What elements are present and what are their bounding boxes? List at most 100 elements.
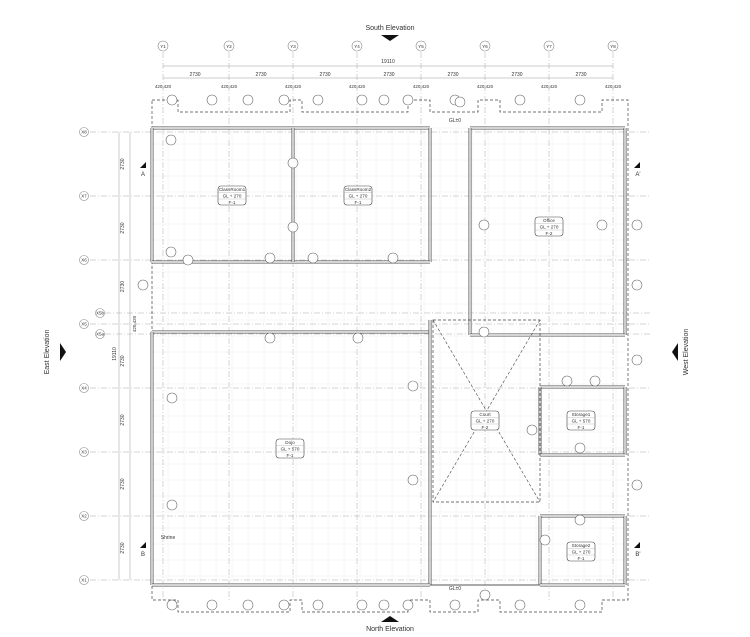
window-tag-icon bbox=[449, 599, 461, 611]
window-tag-icon bbox=[182, 254, 194, 266]
grid-label-x4: X4 bbox=[81, 386, 87, 391]
overall-height-dimension: 19110 bbox=[112, 347, 118, 361]
room-level: GL + 270 bbox=[540, 225, 559, 230]
window-tag-icon bbox=[278, 599, 290, 611]
room-level: GL + 270 bbox=[476, 419, 495, 424]
grid-label-x3: X3 bbox=[81, 450, 87, 455]
grid-bubble-icon bbox=[287, 40, 299, 52]
window-tag-icon bbox=[478, 326, 490, 338]
grid-bubble-icon bbox=[79, 255, 89, 265]
grid-bubble-icon bbox=[79, 319, 89, 329]
grid-bubble-icon bbox=[351, 40, 363, 52]
window-tag-icon bbox=[526, 424, 538, 436]
section-a-prime-marker-icon bbox=[634, 162, 640, 168]
offset-dimension: 420,420 bbox=[413, 84, 430, 89]
window-tag-icon bbox=[166, 499, 178, 511]
grid-label-x2: X2 bbox=[81, 514, 87, 519]
grid-bubble-icon bbox=[607, 40, 619, 52]
window-tag-icon bbox=[264, 252, 276, 264]
north-elevation-label: North Elevation bbox=[366, 626, 414, 633]
grid-bubble-icon bbox=[157, 40, 169, 52]
window-tag-icon bbox=[631, 279, 643, 291]
bay-dimension: 2730 bbox=[447, 72, 458, 78]
north-elevation-arrow-icon bbox=[381, 616, 399, 622]
grid-label-y8: Y8 bbox=[610, 44, 616, 49]
offset-dimension: 420,420 bbox=[285, 84, 302, 89]
west-elevation-arrow-icon bbox=[672, 343, 678, 361]
south-elevation-arrow-icon bbox=[381, 35, 399, 41]
window-tag-icon bbox=[287, 221, 299, 233]
room-name: Storage2 bbox=[572, 543, 591, 548]
window-tag-icon bbox=[242, 94, 254, 106]
grid-label-x5: X5 bbox=[81, 322, 87, 327]
grid-label-x7: X7 bbox=[81, 194, 87, 199]
room-floor: F-1 bbox=[578, 425, 585, 430]
room-floor: F-1 bbox=[287, 453, 294, 458]
ground-level-bottom: GL±0 bbox=[449, 586, 461, 592]
window-tag-icon bbox=[631, 354, 643, 366]
grid-bubble-icon bbox=[79, 511, 89, 521]
bay-dimension: 2730 bbox=[120, 158, 126, 169]
window-tag-icon bbox=[312, 599, 324, 611]
ground-level-top: GL±0 bbox=[449, 118, 461, 124]
east-elevation-label: East Elevation bbox=[44, 330, 51, 375]
window-tag-icon bbox=[402, 94, 414, 106]
room-floor: F-1 bbox=[355, 200, 362, 205]
room-floor: F-2 bbox=[482, 425, 489, 430]
window-tag-icon bbox=[574, 94, 586, 106]
window-tag-icon bbox=[165, 246, 177, 258]
window-tag-icon bbox=[165, 134, 177, 146]
court-area bbox=[432, 319, 541, 503]
window-tag-icon bbox=[407, 474, 419, 486]
grid-label-x5b: X5b bbox=[96, 311, 105, 316]
grid-bubble-icon bbox=[95, 329, 105, 339]
window-tag-icon bbox=[454, 96, 466, 108]
room-name: Storage1 bbox=[572, 412, 591, 417]
window-tag-icon bbox=[478, 219, 490, 231]
window-tag-icon bbox=[166, 94, 178, 106]
bay-dimension: 2730 bbox=[120, 542, 126, 553]
window-tag-icon bbox=[264, 332, 276, 344]
bay-dimension: 2730 bbox=[120, 414, 126, 425]
bay-dimension: 2730 bbox=[511, 72, 522, 78]
room-name: ClassRoom1 bbox=[219, 187, 246, 192]
window-tag-icon bbox=[137, 279, 149, 291]
room-floor: F-1 bbox=[229, 200, 236, 205]
window-tag-icon bbox=[307, 252, 319, 264]
room-name: ClassRoom2 bbox=[345, 187, 372, 192]
window-tag-icon bbox=[589, 375, 601, 387]
section-a-marker-icon bbox=[140, 162, 146, 168]
window-tag-icon bbox=[539, 534, 551, 546]
window-tag-icon bbox=[206, 94, 218, 106]
grid-label-x5a: X5a bbox=[96, 332, 105, 337]
window-tag-icon bbox=[387, 252, 399, 264]
grid-bubble-icon bbox=[79, 191, 89, 201]
window-tag-icon bbox=[514, 94, 526, 106]
offset-dimension: 420,420 bbox=[155, 84, 172, 89]
room-level: GL + 270 bbox=[223, 194, 242, 199]
grid-bubble-icon bbox=[79, 447, 89, 457]
window-tag-icon bbox=[407, 380, 419, 392]
roof-outline bbox=[151, 99, 629, 613]
bay-dimension: 2730 bbox=[575, 72, 586, 78]
bay-dimension: 2730 bbox=[189, 72, 200, 78]
bay-dimension: 2730 bbox=[120, 478, 126, 489]
window-tag-icon bbox=[574, 514, 586, 526]
shrine-label: Shrine bbox=[161, 535, 176, 541]
room-level: GL + 270 bbox=[572, 550, 591, 555]
window-tag-icon bbox=[514, 599, 526, 611]
grid-bubble-icon bbox=[95, 308, 105, 318]
window-tag-icon bbox=[561, 375, 573, 387]
window-tag-icon bbox=[352, 332, 364, 344]
window-tag-icon bbox=[356, 94, 368, 106]
grid-label-y6: Y6 bbox=[482, 44, 488, 49]
walls bbox=[150, 99, 629, 613]
bay-dimension: 2730 bbox=[120, 281, 126, 292]
room-name: Court bbox=[479, 412, 491, 417]
window-tag-icon bbox=[166, 392, 178, 404]
bay-dimension: 2730 bbox=[319, 72, 330, 78]
